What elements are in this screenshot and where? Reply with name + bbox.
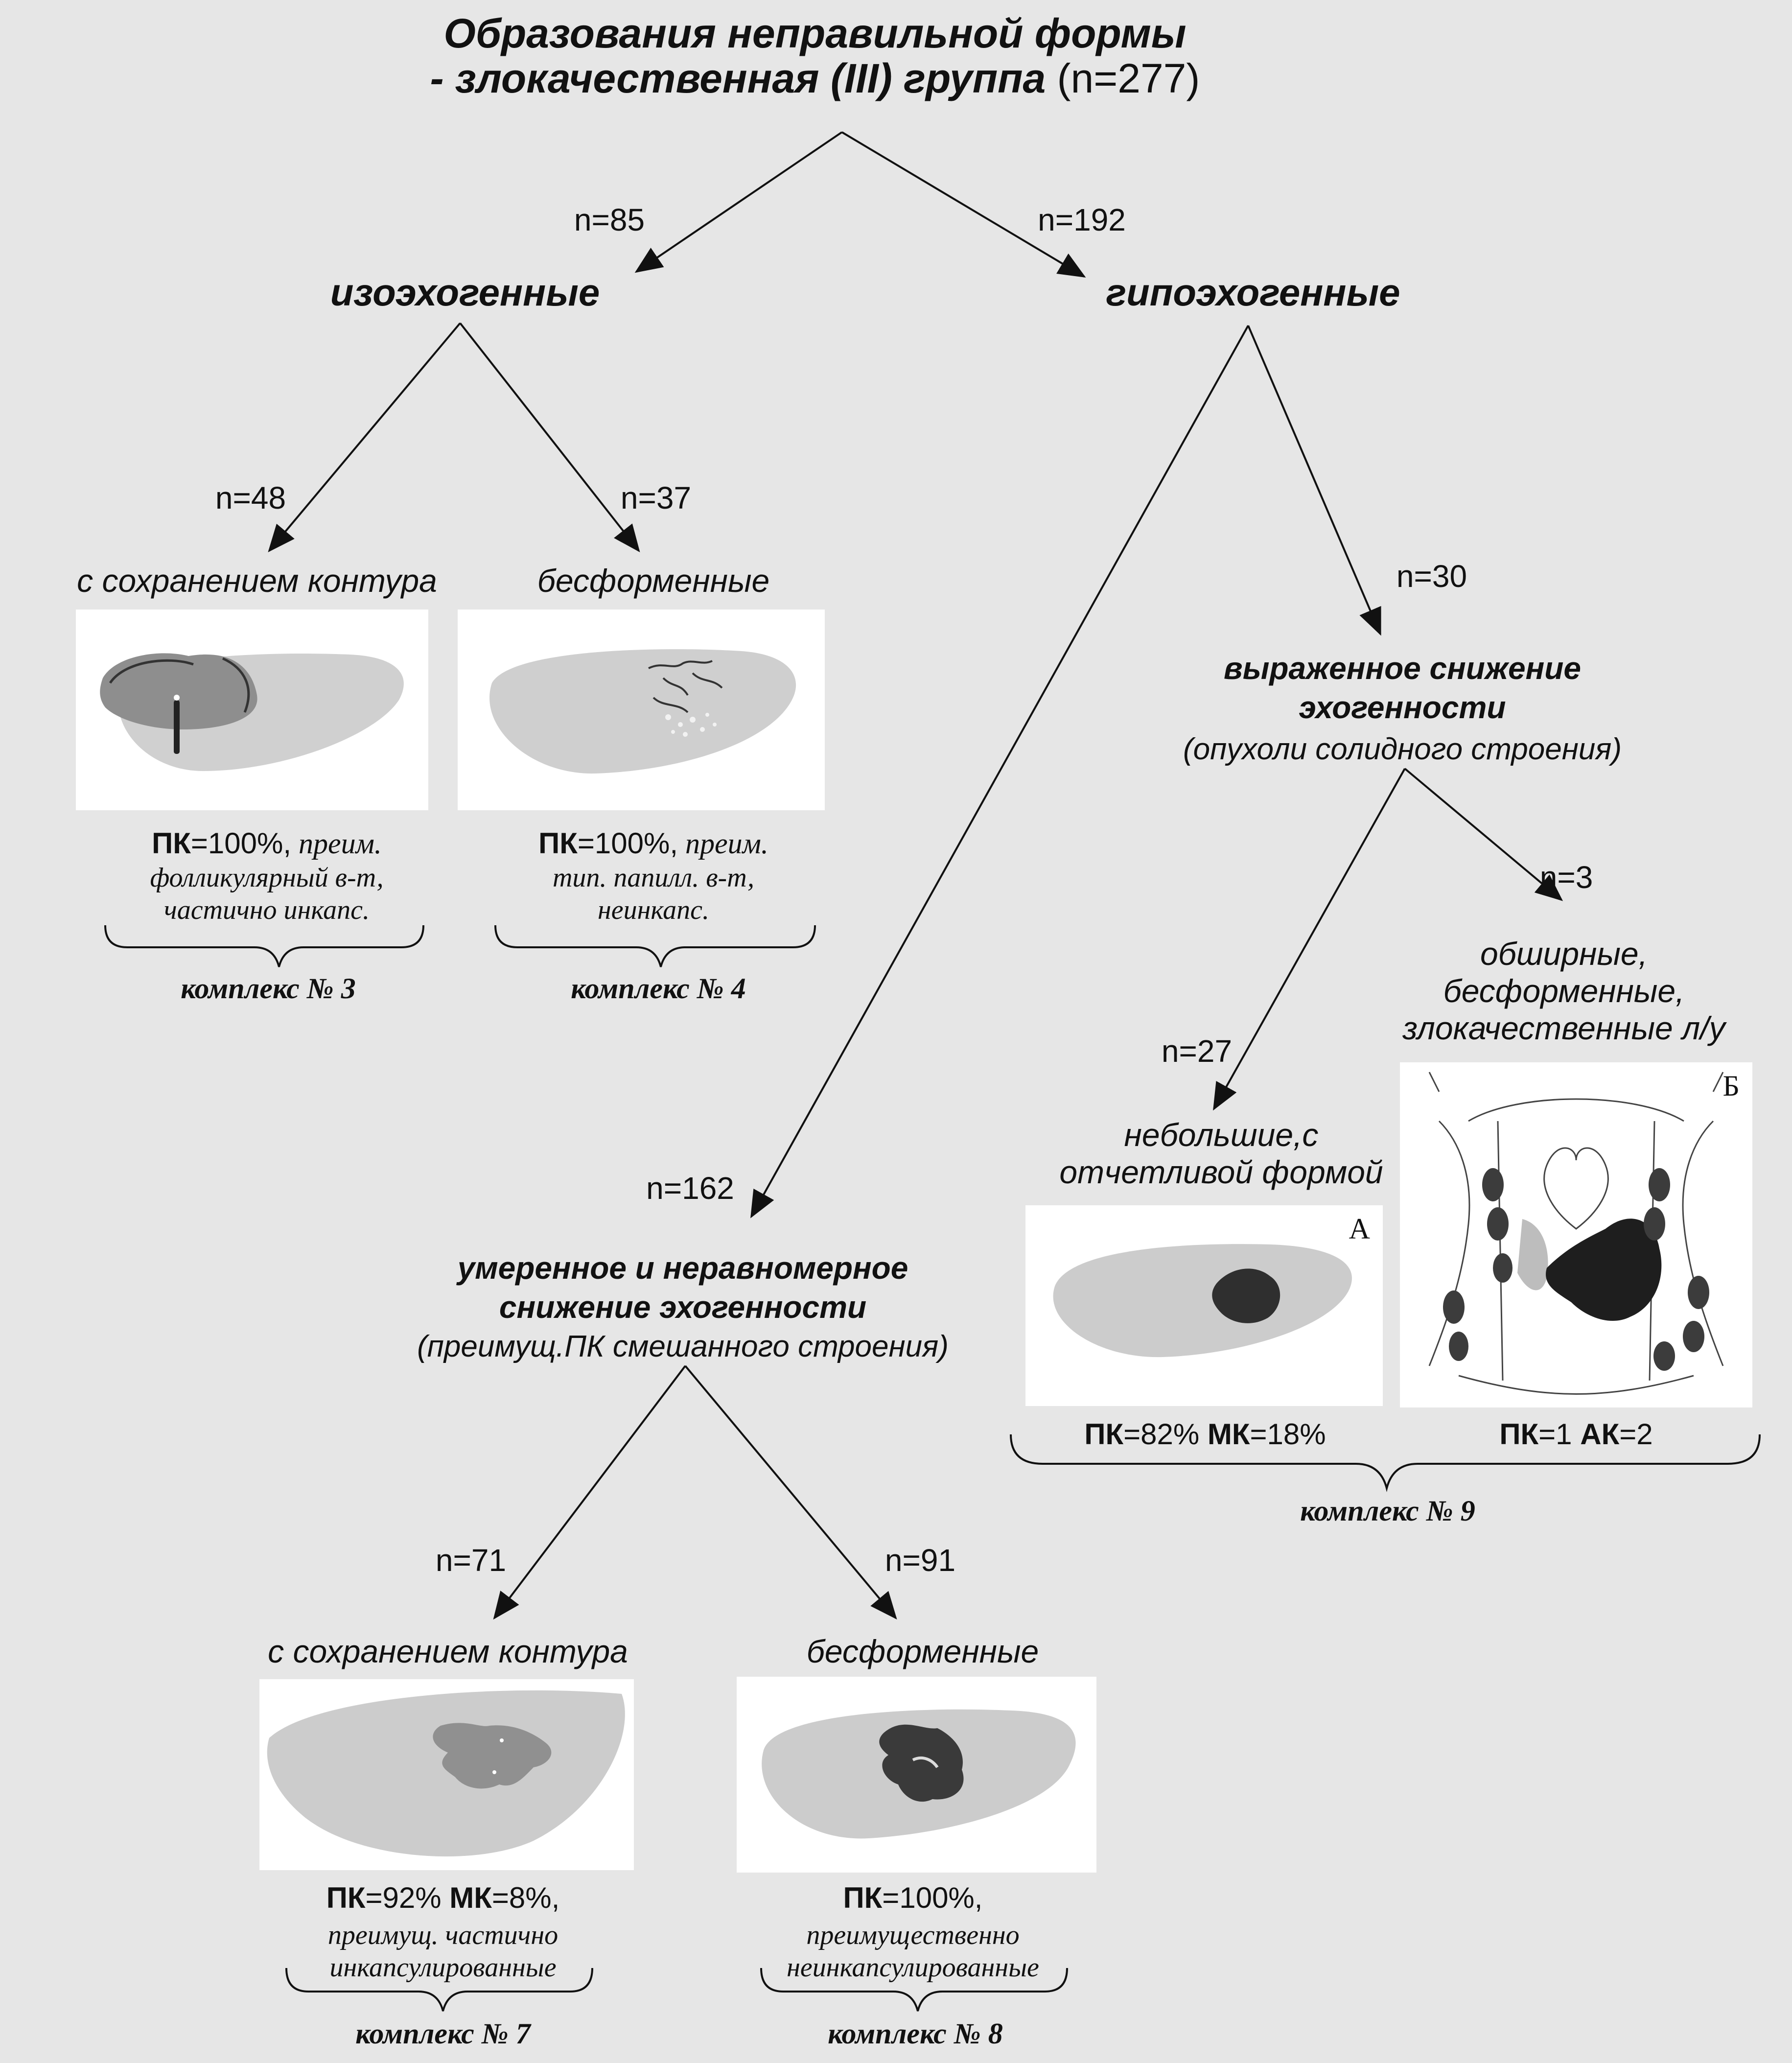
brace-complex-3 [104,925,424,967]
complex-3: комплекс № 3 [181,972,356,1005]
count-small: n=27 [1161,1033,1233,1069]
panel-moderate-shapeless [737,1677,1096,1873]
brace-complex-9 [1010,1434,1761,1492]
arrow-root-to-hypo [841,131,1086,278]
arrow-moderate-to-shapeless [684,1365,897,1620]
arrow-root-to-iso [634,131,843,273]
arrow-iso-to-shapeless [459,322,640,553]
count-moderate-shapeless: n=91 [884,1543,956,1578]
note-moderate-shapeless-2: неинкапсулированные [787,1952,1039,1983]
complex-4: комплекс № 4 [571,972,746,1005]
label-extensive: обширные, бесформенные, злокачественные … [1402,936,1725,1046]
ultrasound-moderate-contour-icon [267,1690,625,1857]
complex-8: комплекс № 8 [828,2017,1003,2050]
stat-extensive: ПК=1 АК=2 [1499,1418,1653,1451]
complex-7: комплекс № 7 [355,2017,531,2050]
ultrasound-moderate-shapeless-icon [762,1709,1076,1839]
note-moderate-contour-2: инкапсулированные [329,1952,557,1983]
note-iso-contour-3: частично инкапс. [164,895,370,925]
stat-iso-contour: ПК=100%, преим. [152,827,382,860]
note-iso-shapeless-3: неинкапс. [597,895,710,925]
sub-strong-decrease: (опухоли солидного строения) [1183,732,1622,766]
note-moderate-contour-1: преимущ. частично [327,1920,559,1950]
panel-iso-shapeless [458,610,825,810]
brace-complex-4 [494,925,816,967]
count-moderate-contour: n=71 [435,1543,507,1578]
stat-moderate-shapeless: ПК=100%, [843,1881,983,1914]
stat-iso-shapeless: ПК=100%, преим. [538,827,768,860]
count-iso-shapeless: n=37 [620,480,692,516]
neck-lymph-nodes-icon [1428,1072,1724,1395]
label-moderate-shapeless: бесформенные [806,1633,1039,1669]
title-line-1: Образования неправильной формы [443,10,1187,56]
note-iso-shapeless-2: тип. папилл. в-т, [552,863,755,893]
title-line-2: - злокачественная (III) группа (n=277) [430,56,1200,101]
label-small: небольшие,с отчетливой формой [1059,1117,1383,1190]
label-iso-contour: с сохранением контура [77,563,437,599]
arrow-hypo-to-strong [1247,325,1381,636]
count-iso: n=85 [574,202,645,237]
arrow-strong-to-extensive [1404,768,1563,901]
panel-extensive-corner-label: Б [1722,1070,1740,1102]
label-iso-shapeless: бесформенные [537,563,770,599]
panel-extensive: Б [1400,1062,1752,1407]
label-hypoechoic: гипоэхогенные [1106,271,1400,314]
label-strong-decrease: выраженное снижение эхогенности [1224,651,1581,725]
label-moderate-decrease: умеренное и неравномерное снижение эхоге… [457,1250,908,1325]
count-strong: n=30 [1396,559,1467,594]
panel-small: А [1025,1205,1383,1406]
panel-iso-contour [76,610,428,810]
count-iso-contour: n=48 [215,480,286,516]
diagram-title: Образования неправильной формы - злокаче… [430,11,1200,101]
panel-small-corner-label: А [1349,1213,1370,1245]
stat-small: ПК=82% МК=18% [1084,1418,1326,1451]
label-isoechoic: изоэхогенные [330,271,600,314]
count-hypo: n=192 [1038,202,1126,237]
ultrasound-small-icon [1053,1244,1352,1358]
ultrasound-iso-shapeless-icon [489,649,796,774]
count-extensive: n=3 [1539,860,1593,895]
arrow-moderate-to-contour [493,1365,686,1620]
note-moderate-shapeless-1: преимущественно [806,1920,1020,1950]
arrow-hypo-to-moderate [750,325,1249,1219]
ultrasound-iso-contour-icon [100,653,404,771]
complex-9: комплекс № 9 [1300,1495,1475,1527]
title-count: (n=277) [1057,55,1200,101]
arrow-strong-to-small [1213,768,1406,1111]
count-moderate: n=162 [646,1171,734,1206]
brace-complex-8 [760,1968,1068,2012]
note-iso-contour-2: фолликулярный в-т, [150,863,384,893]
arrow-iso-to-contour [268,322,461,553]
label-moderate-contour: с сохранением контура [268,1633,628,1669]
stat-moderate-contour: ПК=92% МК=8%, [326,1881,560,1914]
sub-moderate-decrease: (преимущ.ПК смешанного строения) [417,1330,949,1363]
panel-moderate-contour [259,1679,634,1870]
brace-complex-7 [285,1968,593,2012]
title-line-2-text: - злокачественная (III) группа [430,55,1046,101]
